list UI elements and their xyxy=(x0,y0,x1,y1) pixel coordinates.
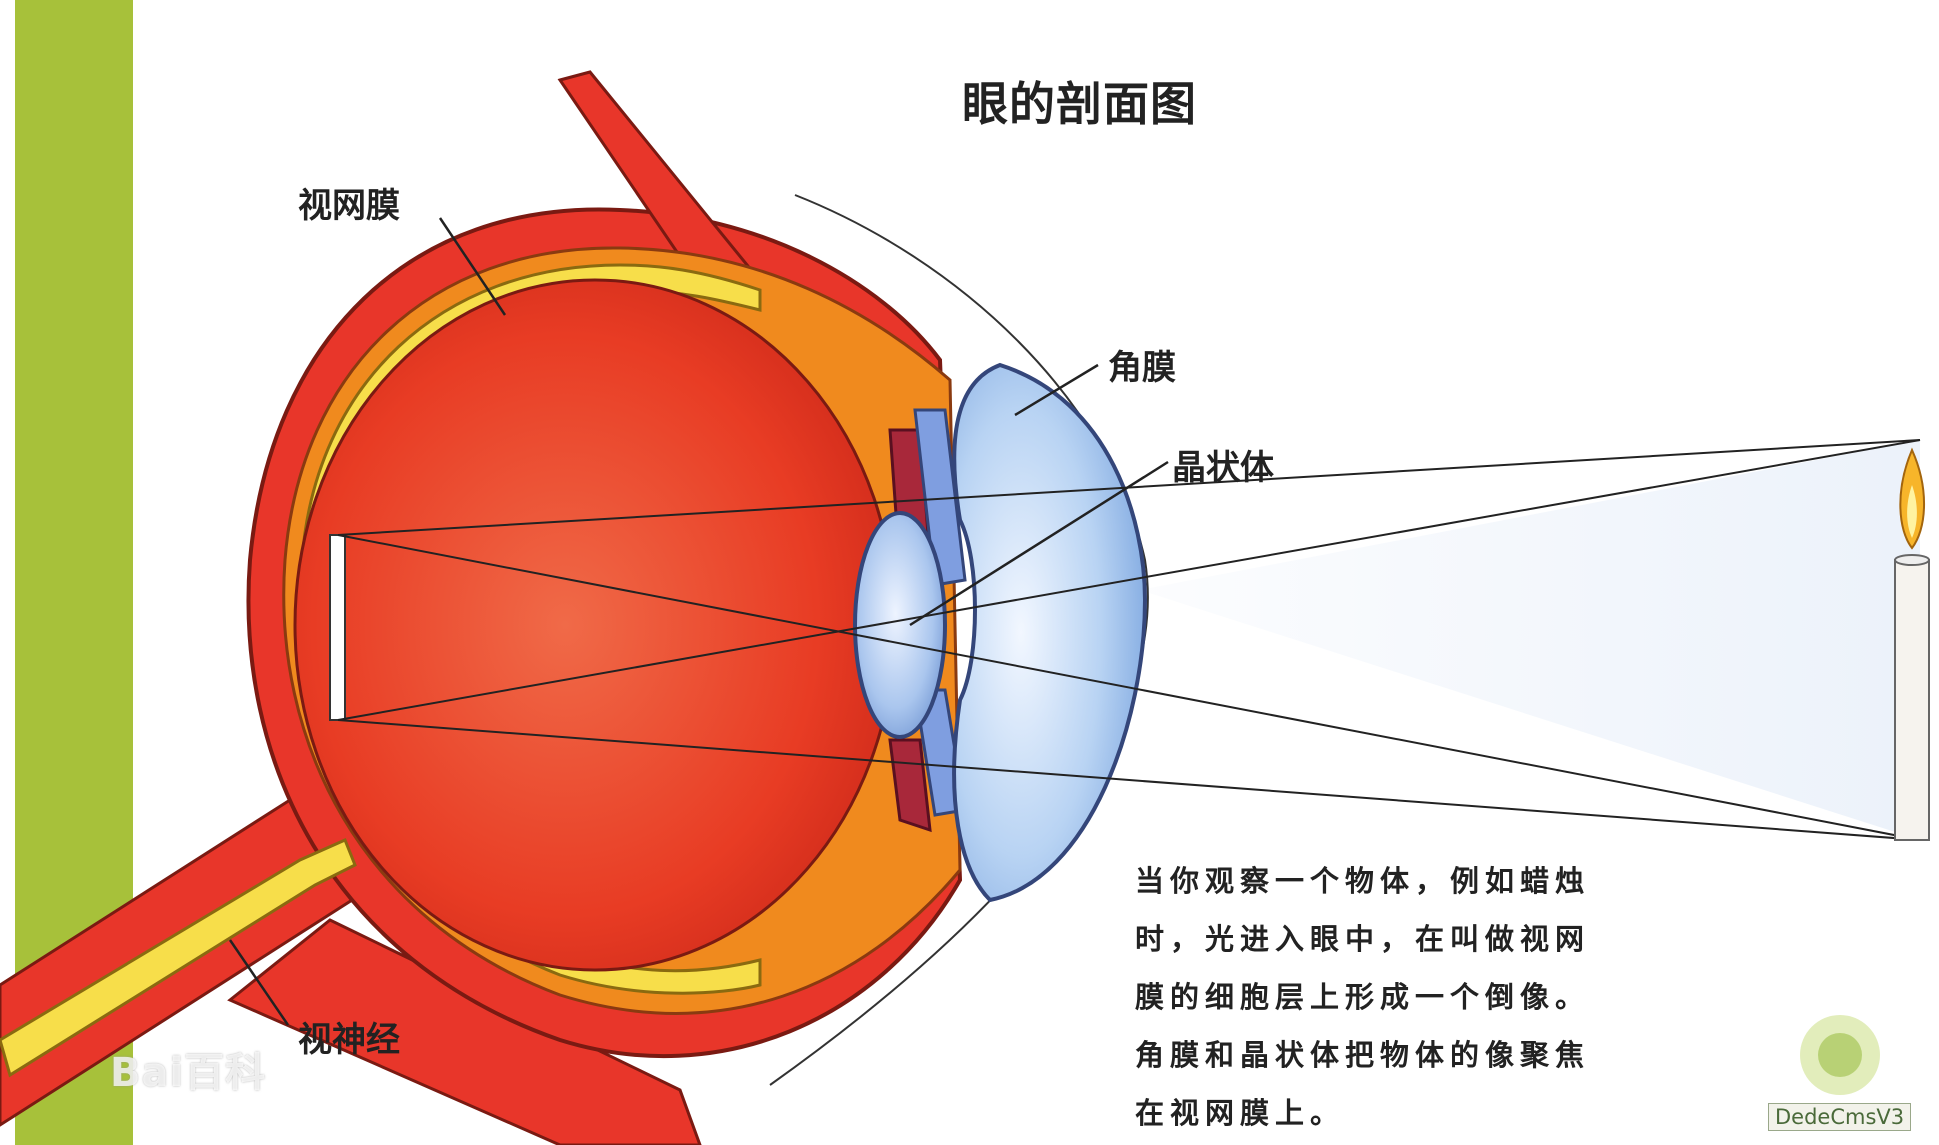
retinal-image xyxy=(330,535,345,720)
light-cone xyxy=(1140,440,1920,840)
lens xyxy=(855,513,945,737)
diagram-title: 眼的剖面图 xyxy=(962,68,1197,134)
dedecms-watermark: DedeCmsV3 xyxy=(1768,1103,1911,1131)
baidu-watermark: Bai百科 xyxy=(110,1040,266,1098)
dede-watermark-icon xyxy=(1800,1015,1880,1095)
candle xyxy=(1895,450,1929,840)
explanation-caption: 当你观察一个物体，例如蜡烛时，光进入眼中，在叫做视网膜的细胞层上形成一个倒像。角… xyxy=(1135,852,1620,1142)
label-retina: 视网膜 xyxy=(298,178,400,227)
label-lens: 晶状体 xyxy=(1172,440,1274,489)
label-optic-nerve: 视神经 xyxy=(298,1012,400,1061)
label-cornea: 角膜 xyxy=(1108,340,1176,389)
cornea xyxy=(954,365,1145,900)
